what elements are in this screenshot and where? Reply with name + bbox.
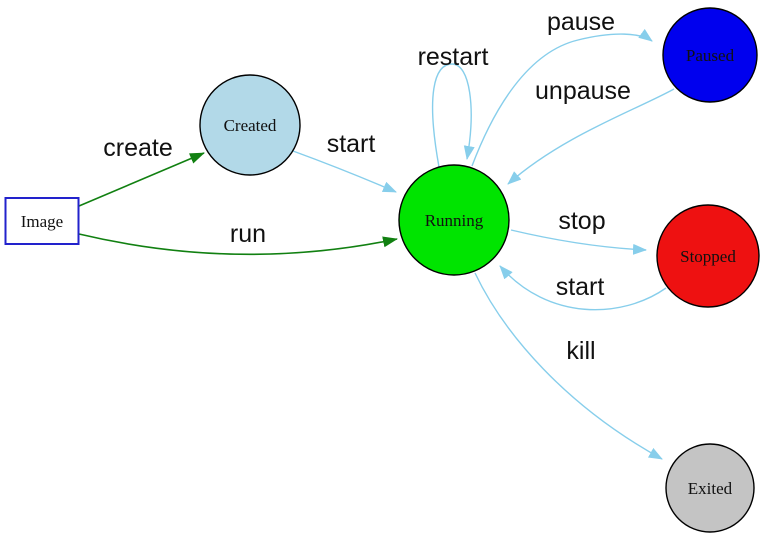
node-label-image: Image — [21, 212, 63, 231]
node-image: Image — [4, 197, 80, 245]
node-label-paused: Paused — [686, 46, 735, 65]
edge-kill — [474, 272, 663, 460]
node-label-created: Created — [224, 116, 277, 135]
edge-label-start-created: start — [327, 130, 376, 158]
created-node-circle — [199, 74, 301, 176]
running-node-circle — [398, 164, 510, 276]
node-label-stopped: Stopped — [680, 247, 736, 266]
node-paused: Paused — [662, 7, 758, 103]
edge-label-run: run — [230, 220, 266, 248]
node-exited: Exited — [665, 443, 755, 533]
node-stopped: Stopped — [656, 204, 760, 308]
edge-label-create: create — [103, 134, 172, 162]
edge-label-restart: restart — [418, 43, 489, 71]
edge-unpause — [507, 88, 675, 185]
node-label-exited: Exited — [688, 479, 733, 498]
edge-start-created-running — [292, 150, 397, 193]
edge-restart-self-loop — [431, 63, 475, 168]
edge-stop — [510, 229, 647, 255]
edge-create — [78, 152, 205, 207]
edge-label-stop: stop — [558, 207, 605, 235]
edge-pause — [471, 28, 653, 167]
stopped-node-circle — [656, 204, 760, 308]
edge-start-stopped-running — [499, 265, 667, 311]
node-running: Running — [398, 164, 510, 276]
edge-label-pause: pause — [547, 8, 615, 36]
image-node-rect — [4, 197, 80, 245]
node-created: Created — [199, 74, 301, 176]
edge-label-unpause: unpause — [535, 77, 631, 105]
edge-label-kill: kill — [566, 337, 595, 365]
edge-label-start-stopped: start — [556, 273, 605, 301]
edge-run — [78, 233, 398, 256]
exited-node-circle — [665, 443, 755, 533]
node-label-running: Running — [425, 211, 484, 230]
paused-node-circle — [662, 7, 758, 103]
